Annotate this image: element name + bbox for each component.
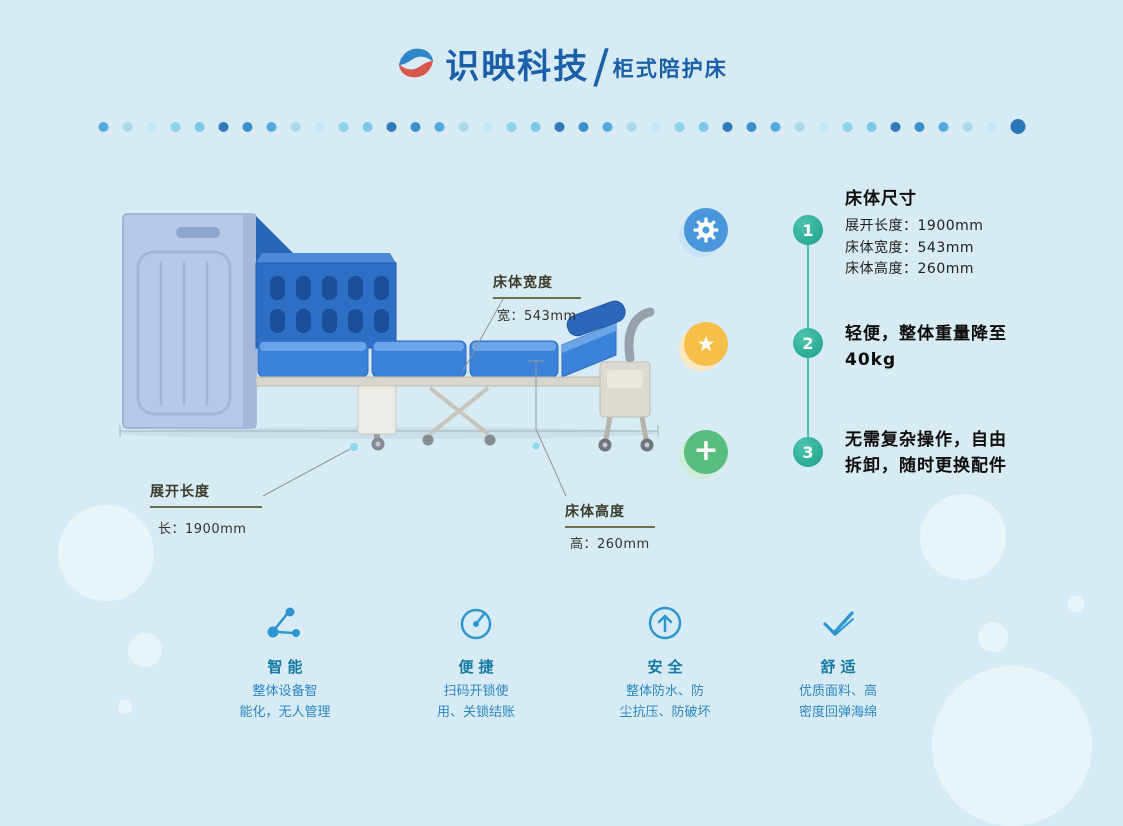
feature-title: 智能	[267, 658, 308, 676]
product-name: 柜式陪护床	[612, 57, 728, 81]
divider-dot	[410, 121, 420, 132]
divider-dot	[842, 121, 852, 132]
feature-item-smart: 智能 整体设备智 能化，无人管理	[205, 598, 365, 724]
feature-item-convenient: 便捷 扫码开锁使 用、关锁结账	[396, 598, 556, 724]
divider-dot	[746, 121, 756, 132]
divider-dot	[794, 121, 804, 132]
feature-line: 能化，无人管理	[239, 704, 331, 720]
divider-dot	[98, 121, 108, 132]
dim-label-width: 床体宽度	[493, 272, 581, 299]
feature-line: 优质面料、高	[798, 684, 877, 699]
feature-line: 尘抗压、防破坏	[619, 704, 711, 720]
divider-dot	[722, 121, 732, 132]
divider-dot	[818, 121, 828, 132]
feature-title: 舒适	[820, 658, 861, 676]
divider-dot	[698, 121, 708, 132]
divider-dot	[146, 121, 156, 132]
divider-dot	[674, 121, 684, 132]
divider-dot	[986, 121, 996, 132]
divider-dot	[194, 121, 204, 132]
spec-line: 床体宽度：543mm	[845, 239, 974, 256]
divider-dot	[266, 121, 276, 132]
divider-dot	[626, 121, 636, 132]
spec-line: 床体高度：260mm	[845, 261, 974, 278]
divider-dot	[530, 121, 540, 132]
brand-separator: /	[593, 38, 609, 93]
double-check-icon	[758, 598, 918, 648]
divider-dot	[434, 121, 444, 132]
spec-title: 床体尺寸	[845, 189, 917, 209]
spec-number-badge: 1	[793, 215, 823, 245]
spec-line: 40kg	[845, 349, 897, 370]
background-bubble	[118, 700, 132, 714]
arrow-up-icon	[585, 598, 745, 648]
divider-dot	[770, 121, 780, 132]
background-bubble	[978, 622, 1008, 652]
gear-icon	[684, 208, 728, 252]
spec-number-badge: 2	[793, 328, 823, 358]
feature-line: 整体设备智	[252, 684, 318, 699]
dim-value-length: 长：1900mm	[158, 522, 247, 537]
divider-dot	[290, 121, 300, 132]
dim-value-width: 宽：543mm	[497, 309, 577, 324]
spec-line: 展开长度：1900mm	[845, 218, 984, 234]
divider-dot	[650, 121, 660, 132]
divider-dot	[1010, 119, 1025, 134]
background-bubble	[128, 633, 162, 667]
spec-item-dimensions: 床体尺寸 展开长度：1900mm 床体宽度：543mm 床体高度：260mm	[845, 184, 983, 281]
background-bubble	[1068, 596, 1084, 612]
divider-dot	[890, 121, 900, 132]
spec-line: 轻便，整体重量降至	[845, 324, 1007, 344]
feature-line: 用、关锁结账	[436, 704, 515, 720]
divider-dot	[458, 121, 468, 132]
star-icon: ★	[684, 322, 728, 366]
spec-line: 拆卸，随时更换配件	[845, 455, 1007, 476]
spec-item-weight: 轻便，整体重量降至 40kg	[845, 322, 1007, 373]
dim-label-length: 展开长度	[150, 481, 262, 508]
divider-dot	[962, 121, 972, 132]
brand-name: 识映科技	[445, 46, 590, 87]
spec-item-assembly: 无需复杂操作，自由 拆卸，随时更换配件	[845, 428, 1007, 479]
feature-line: 整体防水、防	[625, 684, 704, 699]
feature-line: 密度回弹海绵	[798, 704, 877, 720]
background-bubble	[932, 666, 1092, 826]
divider-dot	[938, 121, 948, 132]
gauge-icon	[396, 598, 556, 648]
divider-dot	[914, 121, 924, 132]
divider-dot	[554, 121, 564, 132]
divider-dot	[386, 121, 396, 132]
divider-dot	[866, 121, 876, 132]
divider-dot	[338, 121, 348, 132]
divider-dot	[122, 121, 132, 132]
feature-title: 安全	[647, 658, 688, 676]
network-icon	[205, 598, 365, 648]
background-bubble	[920, 494, 1006, 580]
feature-title: 便捷	[458, 658, 499, 676]
spec-line: 无需复杂操作，自由	[845, 430, 1007, 450]
dim-value-height: 高：260mm	[570, 537, 650, 552]
divider-dot	[602, 121, 612, 132]
feature-item-comfort: 舒适 优质面料、高 密度回弹海绵	[758, 598, 918, 724]
divider-dot	[314, 121, 324, 132]
divider-dot	[170, 121, 180, 132]
plus-icon: +	[684, 430, 728, 474]
dim-label-height: 床体高度	[565, 501, 655, 528]
divider-dot	[506, 121, 516, 132]
divider-dot	[242, 121, 252, 132]
background-bubble	[58, 505, 154, 601]
spec-number-badge: 3	[793, 437, 823, 467]
divider-dots	[98, 119, 1025, 134]
divider-dot	[578, 121, 588, 132]
divider-dot	[362, 121, 372, 132]
brand-logo-icon	[399, 48, 434, 78]
divider-dot	[482, 121, 492, 132]
divider-dot	[218, 121, 228, 132]
feature-item-safe: 安全 整体防水、防 尘抗压、防破坏	[585, 598, 745, 724]
feature-line: 扫码开锁使	[443, 684, 509, 699]
header: 识映科技 / 柜式陪护床	[0, 38, 1123, 93]
